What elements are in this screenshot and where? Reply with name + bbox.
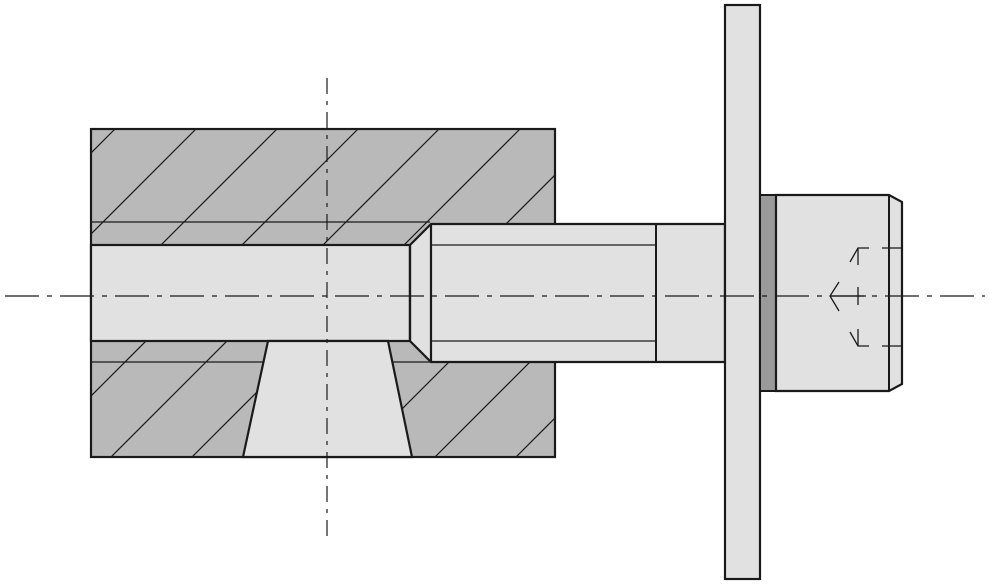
washer [759,194,777,392]
centerlines [5,78,985,540]
threaded-shaft [408,222,727,364]
screw-head [774,193,904,393]
plate [723,3,762,581]
hatch-line [91,129,197,235]
bore [89,243,412,343]
hatch-line [0,129,34,469]
hatch-line [434,336,555,457]
